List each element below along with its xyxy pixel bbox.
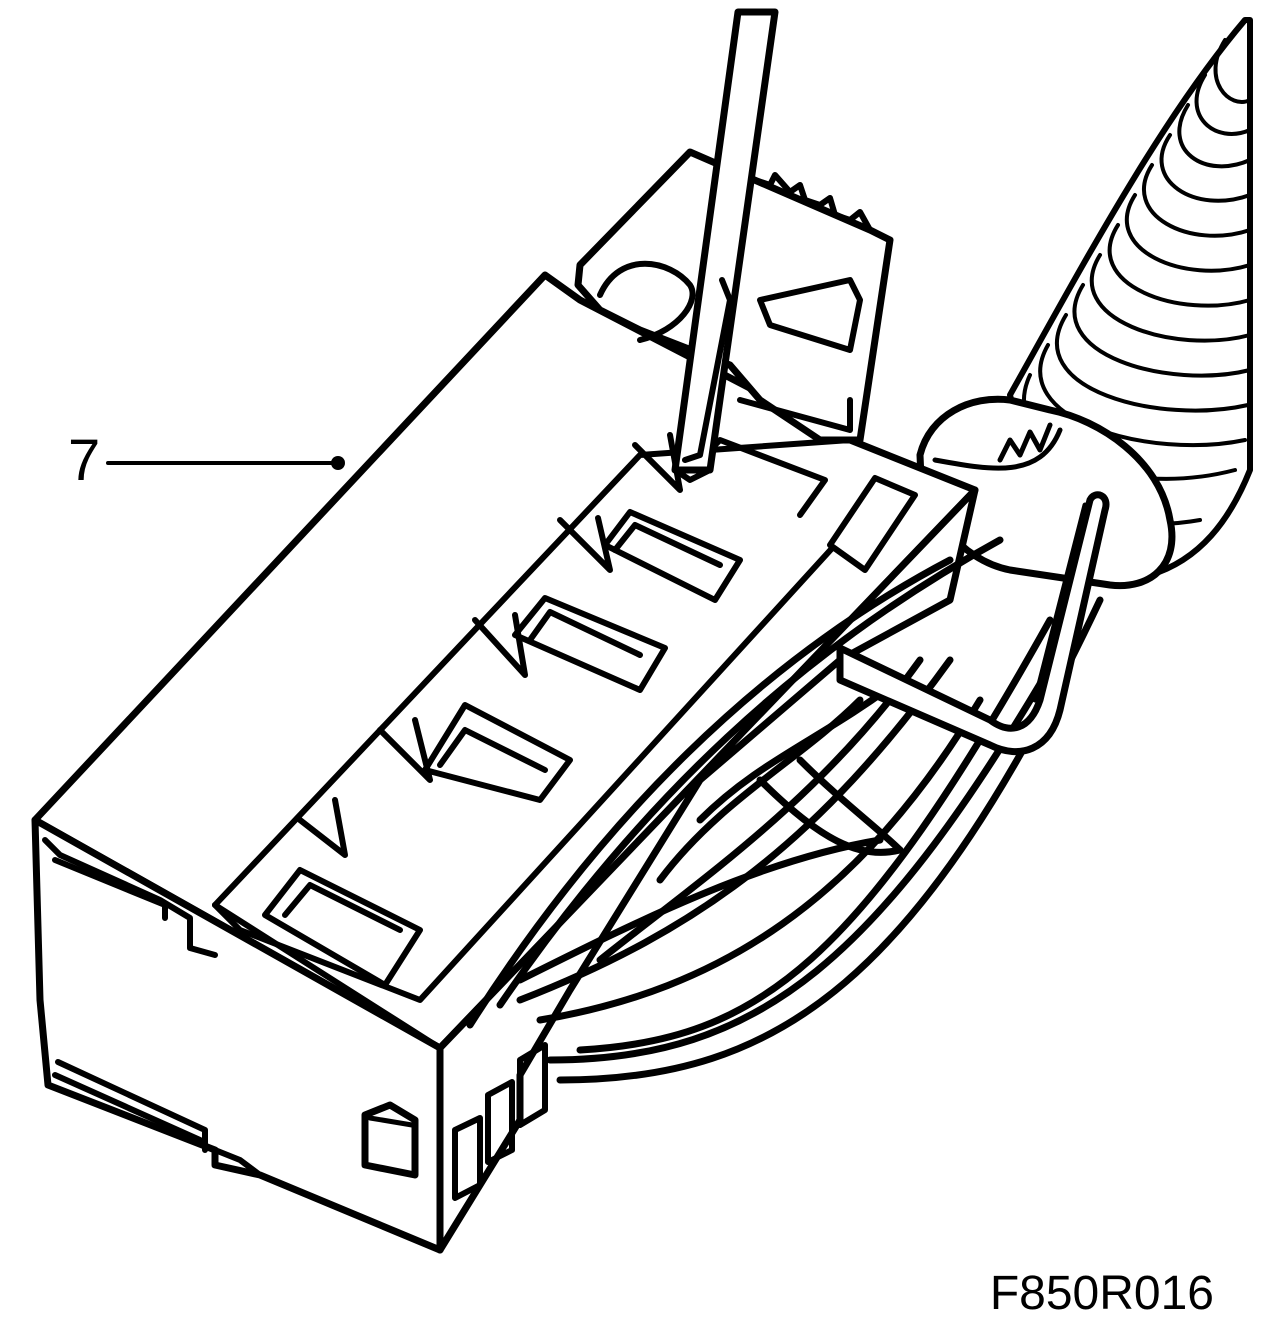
callout-leader	[106, 456, 345, 470]
wire-bundle	[466, 536, 1104, 1084]
connector-housing	[31, 271, 979, 1254]
callout-number-7: 7	[68, 428, 101, 493]
figure-code: F850R016	[989, 1267, 1214, 1320]
screwdriver-tool	[671, 8, 779, 483]
secondary-lock-clip	[836, 491, 1110, 756]
